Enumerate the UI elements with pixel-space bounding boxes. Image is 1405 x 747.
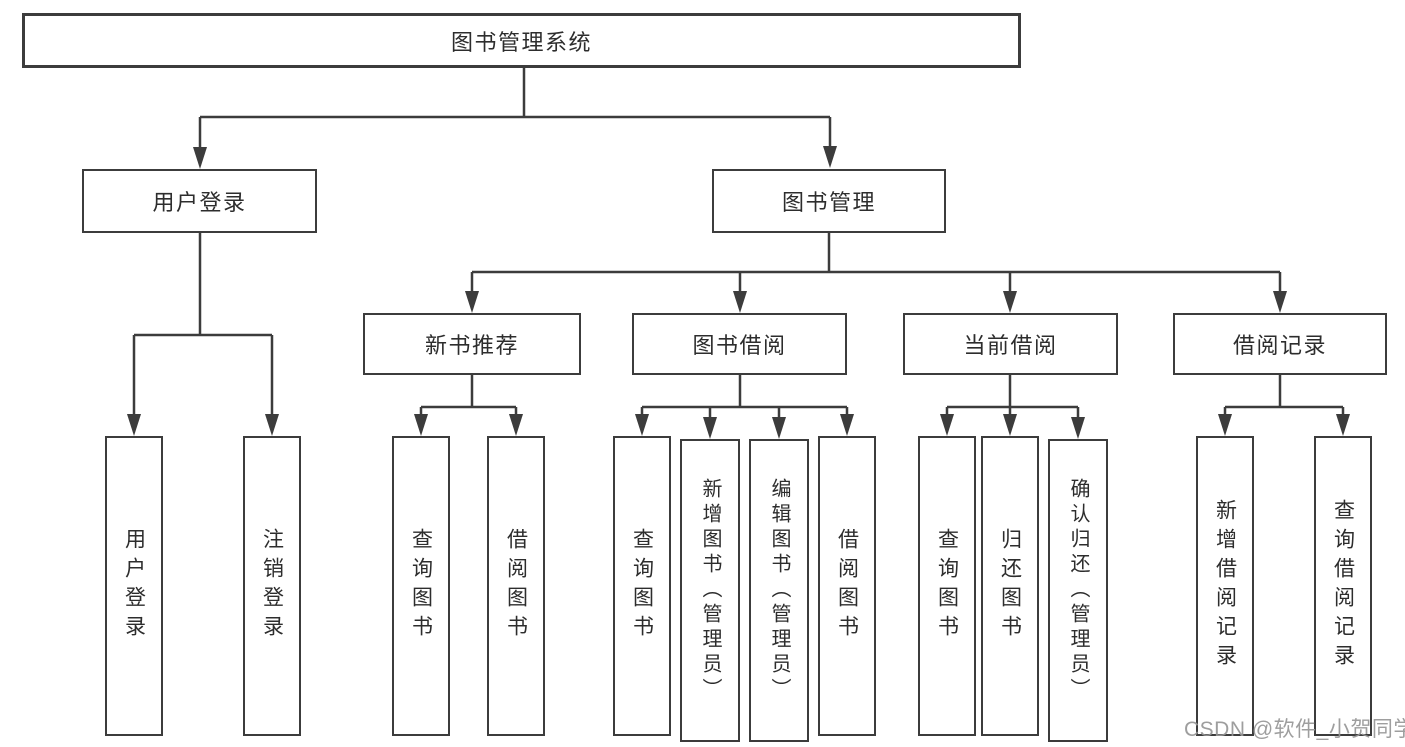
leaf-add-book-admin: 新增图书（管理员） [680,439,740,742]
connector-userlogin-to-leaves [132,233,274,419]
connector-bookmgmt-to-level3 [470,233,1282,296]
connector-newbookrec-to-leaves [419,375,518,419]
node-book-management: 图书管理 [712,169,946,233]
node-root-library-system: 图书管理系统 [22,13,1021,68]
node-new-book-recommend: 新书推荐 [363,313,581,375]
node-user-login: 用户登录 [82,169,317,233]
node-book-borrowing: 图书借阅 [632,313,847,375]
node-current-borrowing: 当前借阅 [903,313,1118,375]
connector-bookborrow-to-leaves [640,375,849,422]
csdn-watermark: CSDN @软件_小贺同学 [1184,718,1405,741]
connector-currentborrow-to-leaves [945,375,1080,422]
arrowheads [127,146,1350,439]
leaf-borrow-book-rec: 借阅图书 [487,436,545,736]
leaf-query-book-cb: 查询图书 [918,436,976,736]
leaf-return-book: 归还图书 [981,436,1039,736]
leaf-query-borrow-record: 查询借阅记录 [1314,436,1372,736]
leaf-query-book-rec: 查询图书 [392,436,450,736]
leaf-edit-book-admin: 编辑图书（管理员） [749,439,809,742]
connector-borrowrecord-to-leaves [1223,375,1345,419]
leaf-add-borrow-record: 新增借阅记录 [1196,436,1254,736]
leaf-user-login: 用户登录 [105,436,163,736]
leaf-borrow-book-bb: 借阅图书 [818,436,876,736]
leaf-confirm-return-admin: 确认归还（管理员） [1048,439,1108,742]
leaf-query-book-bb: 查询图书 [613,436,671,736]
leaf-logout: 注销登录 [243,436,301,736]
connector-root-to-level2 [198,67,832,150]
node-borrowing-records: 借阅记录 [1173,313,1387,375]
